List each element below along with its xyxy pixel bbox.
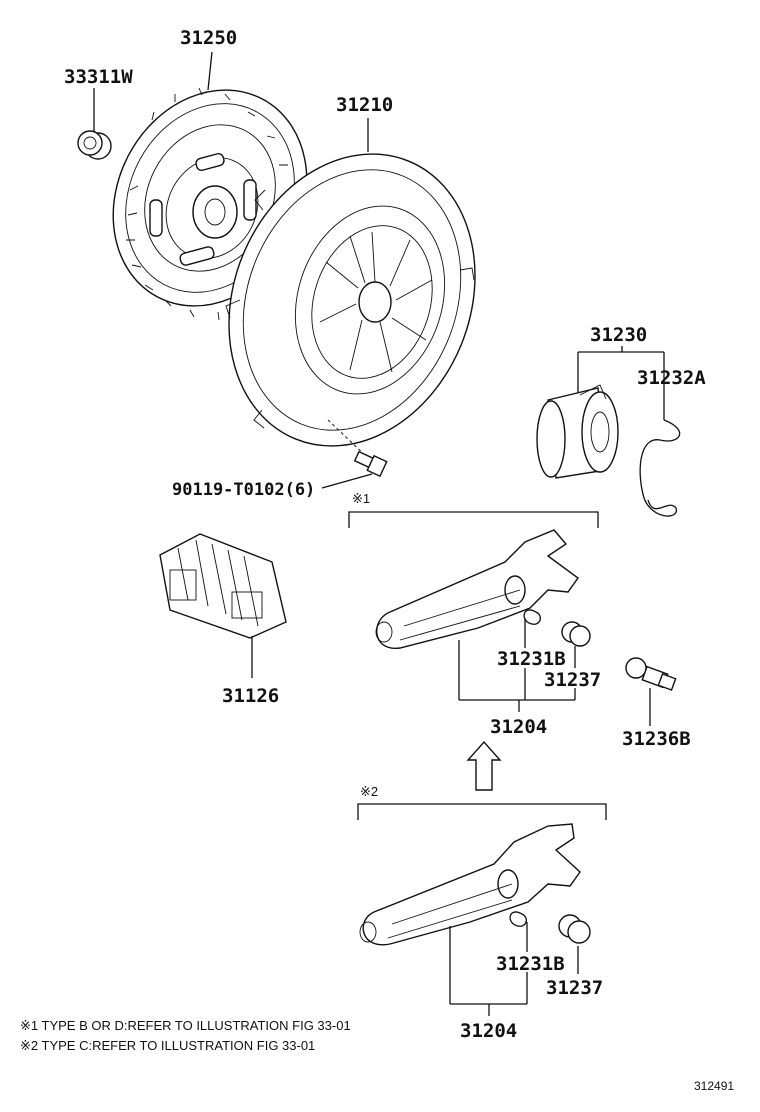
label-31231b-2: 31231B [496, 953, 565, 975]
group-mark-1: ※1 [352, 491, 370, 506]
label-31230: 31230 [590, 324, 647, 346]
label-31237-1: 31237 [544, 669, 601, 691]
label-31250: 31250 [180, 27, 237, 49]
bolt-drawing [327, 419, 388, 478]
figure-id: 312491 [694, 1079, 734, 1093]
clip-1-drawing [523, 609, 542, 625]
release-fork-1-drawing [375, 529, 579, 649]
label-31204-2: 31204 [460, 1020, 517, 1042]
label-31126: 31126 [222, 685, 279, 707]
release-bearing-drawing [536, 384, 619, 479]
label-31232a: 31232A [637, 367, 706, 389]
direction-arrow [466, 740, 502, 791]
label-31236b: 31236B [622, 728, 691, 750]
label-90119-t0102: 90119-T0102(6) [172, 480, 315, 500]
group-mark-2: ※2 [360, 784, 378, 799]
ball-stud-drawing [625, 657, 677, 691]
bushing-2-drawing [558, 914, 591, 944]
label-33311w: 33311W [64, 66, 133, 88]
footnote-1: ※1 TYPE B OR D:REFER TO ILLUSTRATION FIG… [20, 1018, 351, 1033]
label-31204-1: 31204 [490, 716, 547, 738]
bushing-1-drawing [561, 621, 591, 647]
footnote-2: ※2 TYPE C:REFER TO ILLUSTRATION FIG 33-0… [20, 1038, 315, 1053]
label-31237-2: 31237 [546, 977, 603, 999]
release-clip-drawing [639, 419, 681, 517]
label-31231b-1: 31231B [497, 648, 566, 670]
label-31210: 31210 [336, 94, 393, 116]
pilot-bearing-drawing [77, 130, 112, 160]
release-fork-2-drawing [359, 823, 581, 946]
clutch-cover-drawing [225, 153, 476, 447]
boot-drawing [159, 533, 287, 639]
clip-2-drawing [509, 911, 528, 927]
